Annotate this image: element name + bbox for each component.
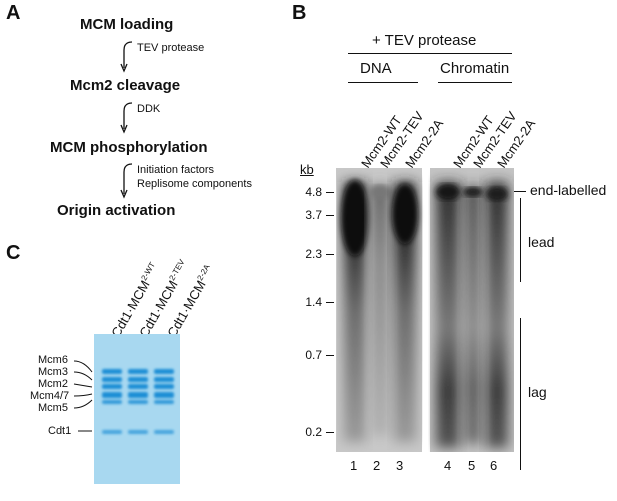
- group-chromatin: Chromatin: [440, 60, 510, 77]
- autoradiograph-gel: [336, 168, 514, 452]
- lane-number-3: 3: [396, 458, 404, 473]
- kb-marker-0-7: 0.7: [305, 348, 322, 362]
- band-mcm6: Mcm6: [38, 354, 68, 366]
- kb-marker-3-7: 3.7: [305, 208, 322, 222]
- band-cdt1: Cdt1: [48, 425, 72, 437]
- band-mcm3: Mcm3: [38, 366, 68, 378]
- kb-tick: [326, 355, 334, 356]
- band-leader-lines: [73, 360, 93, 432]
- arrow-icon: [120, 102, 133, 134]
- lead-label: lead: [528, 234, 555, 250]
- panel-b-letter: B: [292, 2, 307, 24]
- kb-tick: [326, 192, 334, 193]
- kb-title: kb: [300, 162, 314, 177]
- kb-marker-2-3: 2.3: [305, 247, 322, 261]
- kb-tick: [326, 254, 334, 255]
- lead-bracket: [520, 198, 521, 282]
- kb-tick: [326, 302, 334, 303]
- coomassie-gel: [94, 334, 180, 484]
- arrow-icon: [120, 163, 133, 199]
- header-rule: [348, 53, 512, 54]
- step-mcm-loading: MCM loading: [80, 16, 174, 33]
- lane-number-6: 6: [490, 458, 498, 473]
- note-replisome-components: Replisome components: [137, 178, 252, 190]
- chromatin-rule: [438, 82, 512, 83]
- kb-marker-1-4: 1.4: [305, 295, 322, 309]
- step-origin-activation: Origin activation: [57, 202, 176, 219]
- tev-header: + TEV protease: [372, 32, 477, 49]
- lane-number-4: 4: [444, 458, 452, 473]
- band-mcm4-7: Mcm4/7: [30, 390, 70, 402]
- band-mcm2: Mcm2: [38, 378, 68, 390]
- step-mcm2-cleavage: Mcm2 cleavage: [70, 77, 181, 94]
- kb-tick: [326, 432, 334, 433]
- dna-rule: [348, 82, 418, 83]
- lane-number-1: 1: [350, 458, 358, 473]
- kb-marker-0-2: 0.2: [305, 425, 322, 439]
- lane-number-2: 2: [373, 458, 381, 473]
- kb-tick: [326, 215, 334, 216]
- end-labelled-line: [514, 191, 526, 192]
- end-labelled-label: end-labelled: [530, 182, 607, 198]
- group-dna: DNA: [360, 60, 392, 77]
- panel-c-letter: C: [6, 242, 21, 264]
- note-ddk: DDK: [137, 103, 161, 115]
- panel-a-letter: A: [6, 2, 21, 24]
- band-mcm5: Mcm5: [38, 402, 68, 414]
- note-tev-protease: TEV protease: [137, 42, 205, 54]
- arrow-icon: [120, 41, 133, 73]
- kb-marker-4-8: 4.8: [305, 185, 322, 199]
- lag-label: lag: [528, 384, 547, 400]
- lane-number-5: 5: [468, 458, 476, 473]
- lag-bracket: [520, 318, 521, 470]
- step-mcm-phosphorylation: MCM phosphorylation: [50, 139, 208, 156]
- note-initiation-factors: Initiation factors: [137, 164, 215, 176]
